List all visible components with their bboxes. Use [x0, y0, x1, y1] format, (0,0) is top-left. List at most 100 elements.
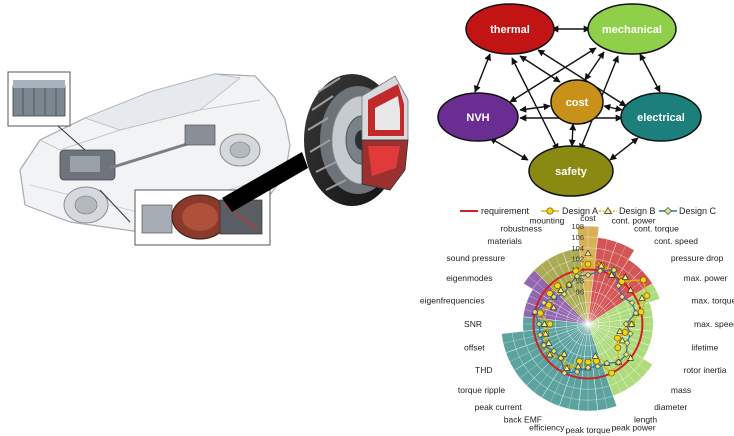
radar-spoke — [587, 228, 611, 325]
battery-leader — [57, 125, 86, 151]
legend-design-b-label: Design B — [619, 206, 656, 216]
radar-category-label: mounting — [529, 216, 564, 226]
node-nvh-shape — [437, 92, 519, 142]
design-a-point — [640, 276, 647, 284]
design-b-point — [627, 354, 635, 361]
radar-category-label: cost — [580, 213, 596, 223]
design-b-point — [627, 286, 635, 293]
radar-category-label: robustness — [500, 224, 542, 234]
design-c-point — [561, 290, 568, 298]
radar-tick-label: 96 — [576, 287, 584, 296]
radar-spoke — [587, 262, 665, 325]
radar-chart: 1081061041021009896costcont. powercont. … — [420, 213, 734, 435]
node-safety-label: safety — [555, 166, 588, 178]
edge-mechanical-electrical — [639, 53, 661, 93]
legend-design-b-marker — [603, 206, 613, 214]
node-thermal-shape — [465, 3, 555, 55]
radar-category-label: peak power — [612, 422, 656, 432]
radar-category-label: sound pressure — [447, 253, 506, 263]
node-electrical: electrical — [620, 92, 702, 142]
design-a-point — [546, 320, 554, 328]
design-b-point — [540, 320, 548, 327]
design-a-point — [618, 278, 626, 285]
radar-category-label: cont. torque — [634, 224, 679, 234]
design-b-point — [608, 271, 616, 278]
design-c-point — [573, 368, 581, 375]
edge-cost-electrical — [603, 103, 623, 113]
design-c-point — [610, 266, 618, 274]
design-a-point — [614, 344, 622, 352]
radar-tick-label: 98 — [576, 276, 584, 285]
radar-category-label: offset — [464, 343, 485, 353]
design-b-point — [597, 261, 605, 269]
design-c-point — [615, 282, 622, 289]
radar-category-label: max. torque — [691, 295, 734, 305]
design-b-point — [550, 303, 558, 311]
design-c-point — [540, 299, 548, 306]
radar-spoke — [587, 323, 631, 413]
node-cost-shape — [550, 79, 604, 125]
design-b-point — [638, 294, 646, 301]
design-a-point — [614, 334, 621, 342]
design-c-point — [596, 267, 604, 275]
interaction-diagram: thermal mechanical cost NVH electrical s… — [437, 3, 702, 197]
legend-design-c-label: Design C — [679, 206, 717, 216]
design-c-point — [535, 320, 543, 328]
edge-nvh-safety — [489, 137, 529, 161]
radar-category-label: eigenmodes — [446, 273, 492, 283]
design-c-point — [624, 339, 631, 347]
radar-category-label: torque ripple — [458, 385, 506, 395]
design-c-point — [565, 281, 573, 288]
radar-tick-label: 102 — [571, 255, 584, 264]
design-b-point — [628, 320, 636, 327]
design-b-point — [618, 336, 626, 344]
design-c-point — [618, 293, 626, 301]
radar-spoke — [587, 323, 611, 420]
pointer-wedge — [222, 152, 308, 212]
radar-category-label: rotor inertia — [684, 365, 727, 375]
design-c-point — [627, 330, 634, 337]
design-c-point — [550, 347, 558, 355]
radar-spoke — [587, 323, 684, 347]
design-b-point — [621, 273, 629, 280]
design-c-point — [550, 293, 558, 301]
design-b-point — [545, 339, 553, 346]
radar-category-label: max. speed — [694, 319, 734, 329]
edge-thermal-nvh — [474, 53, 491, 93]
design-c-point — [622, 320, 630, 328]
requirement-line — [532, 268, 644, 380]
design-b-point — [563, 364, 571, 371]
legend-design-a-marker — [546, 207, 554, 215]
design-c-point — [573, 273, 581, 280]
edge-cost-safety — [568, 123, 577, 147]
car-illustration — [7, 71, 308, 246]
radar-tick-label: 106 — [571, 233, 584, 242]
radar-legend: requirement Design A Design B Design C — [460, 206, 717, 216]
design-a-point — [637, 308, 645, 316]
legend-design-c-marker — [664, 207, 672, 215]
design-b-point — [557, 286, 565, 293]
design-b-point — [616, 327, 624, 334]
edge-mechanical-cost — [584, 51, 605, 81]
design-c-point — [623, 351, 630, 358]
radar-tick-label: 104 — [571, 244, 584, 253]
radar-category-label: materials — [487, 236, 521, 246]
design-c-point — [632, 309, 639, 317]
radar-category-label: peak current — [475, 402, 523, 412]
design-c-point — [561, 369, 568, 377]
design-b-point — [546, 350, 554, 358]
legend-requirement-label: requirement — [481, 206, 530, 216]
design-a-point — [643, 292, 651, 299]
design-a-point — [554, 282, 561, 289]
radar-category-label: back EMF — [504, 415, 542, 425]
design-c-point — [594, 363, 601, 370]
radar-category-label: eigenfrequencies — [420, 295, 485, 305]
node-nvh: NVH — [437, 92, 519, 142]
radar-spoke — [587, 323, 677, 367]
radar-spoke — [545, 235, 589, 325]
node-electrical-label: electrical — [637, 112, 685, 124]
node-thermal-label: thermal — [490, 24, 530, 36]
design-a-point — [584, 260, 592, 268]
